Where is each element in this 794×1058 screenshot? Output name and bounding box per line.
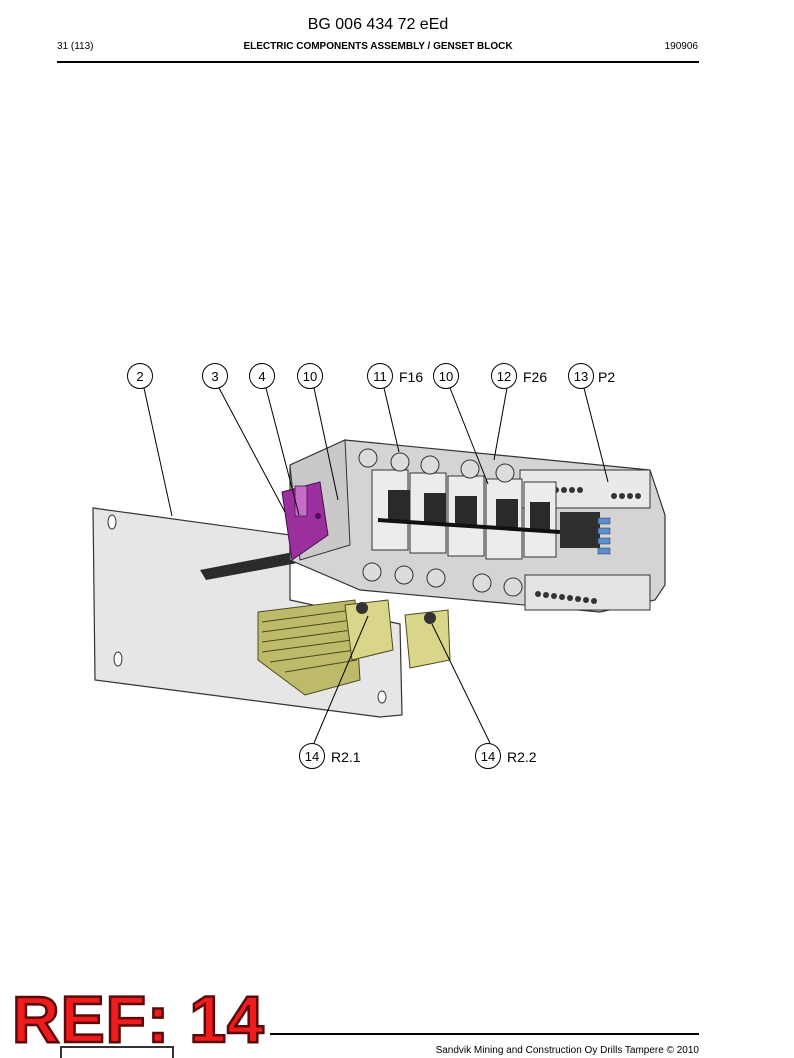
leader-lines (143, 387, 609, 744)
svg-text:4: 4 (258, 369, 265, 384)
callout-label-r2-1: R2.1 (331, 749, 361, 765)
callout-14-a: 14 R2.1 (299, 743, 361, 769)
callout-label-f26: F26 (523, 369, 547, 385)
callout-3: 3 (202, 363, 228, 389)
header-divider (57, 61, 699, 63)
callout-11: 11 F16 (367, 363, 423, 389)
callout-10-a: 10 (297, 363, 323, 389)
callout-13: 13 P2 (568, 363, 615, 389)
document-number: BG 006 434 72 eEd (307, 16, 449, 33)
section-title: ELECTRIC COMPONENTS ASSEMBLY / GENSET BL… (243, 41, 513, 52)
company-logo (60, 1046, 174, 1058)
svg-text:14: 14 (305, 749, 319, 764)
callout-4: 4 (249, 363, 275, 389)
date-code: 190906 (664, 41, 698, 52)
svg-text:2: 2 (136, 369, 143, 384)
resistor-r2-1 (344, 599, 394, 661)
svg-text:14: 14 (481, 749, 495, 764)
page-number: 31 (113) (57, 41, 94, 52)
callout-label-p2: P2 (598, 369, 615, 385)
callout-label-r2-2: R2.2 (507, 749, 537, 765)
svg-text:11: 11 (373, 369, 387, 384)
svg-text:10: 10 (303, 369, 317, 384)
footer-divider (270, 1033, 699, 1035)
callout-14-b: 14 R2.2 (475, 743, 537, 769)
footer-copyright: Sandvik Mining and Construction Oy Drill… (435, 1045, 699, 1056)
svg-text:12: 12 (497, 369, 511, 384)
module-housing (289, 439, 666, 613)
callout-12: 12 F26 (491, 363, 547, 389)
heatsink (257, 599, 361, 696)
resistor-r2-2 (404, 609, 451, 669)
svg-text:3: 3 (211, 369, 218, 384)
svg-text:13: 13 (574, 369, 588, 384)
reference-stamp: REF: 14 (11, 982, 265, 1056)
callout-label-f16: F16 (399, 369, 423, 385)
svg-text:10: 10 (439, 369, 453, 384)
callout-2: 2 (127, 363, 153, 389)
callout-10-b: 10 (433, 363, 459, 389)
connector-block (281, 481, 329, 561)
